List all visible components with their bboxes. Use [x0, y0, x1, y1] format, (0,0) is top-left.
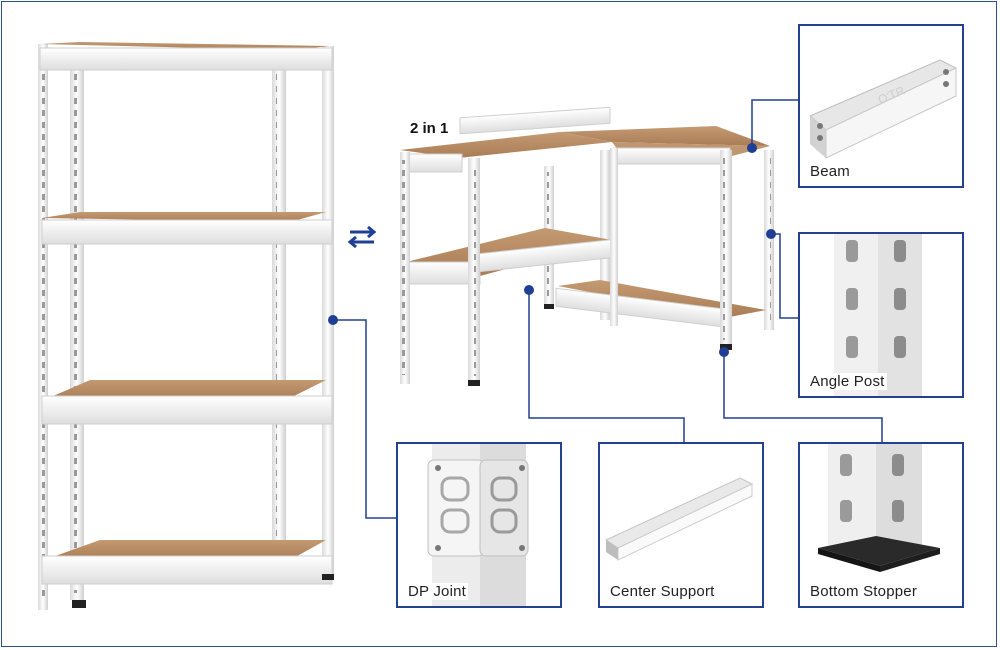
beam-leader — [747, 99, 800, 153]
dp-joint-leader — [328, 315, 398, 519]
center-support-leader — [524, 285, 685, 444]
angle-post-image — [834, 234, 922, 396]
angle-post-label: Angle Post — [808, 373, 887, 390]
bottom-stopper-callout: Bottom Stopper — [798, 442, 964, 608]
l-shaped-unit — [400, 106, 774, 386]
beam-label: Beam — [808, 163, 852, 180]
beam-callout: O'TR Beam — [798, 24, 964, 188]
two-in-one-heading: 2 in 1 — [410, 120, 449, 137]
bottom-stopper-label: Bottom Stopper — [808, 583, 920, 600]
angle-post-leader — [766, 229, 798, 319]
center-support-image — [604, 477, 754, 561]
tall-shelving-unit — [38, 42, 334, 610]
dp-joint-label: DP Joint — [406, 583, 469, 600]
bottom-stopper-leader — [719, 347, 883, 444]
beam-image: O'TR — [809, 59, 958, 159]
bottom-stopper-image — [818, 444, 940, 572]
dp-joint-image — [427, 444, 529, 606]
swap-arrows-icon — [347, 225, 377, 249]
dp-joint-callout: DP Joint — [396, 442, 562, 608]
center-support-callout: Center Support — [598, 442, 764, 608]
angle-post-callout: Angle Post — [798, 232, 964, 398]
center-support-label: Center Support — [608, 583, 717, 600]
